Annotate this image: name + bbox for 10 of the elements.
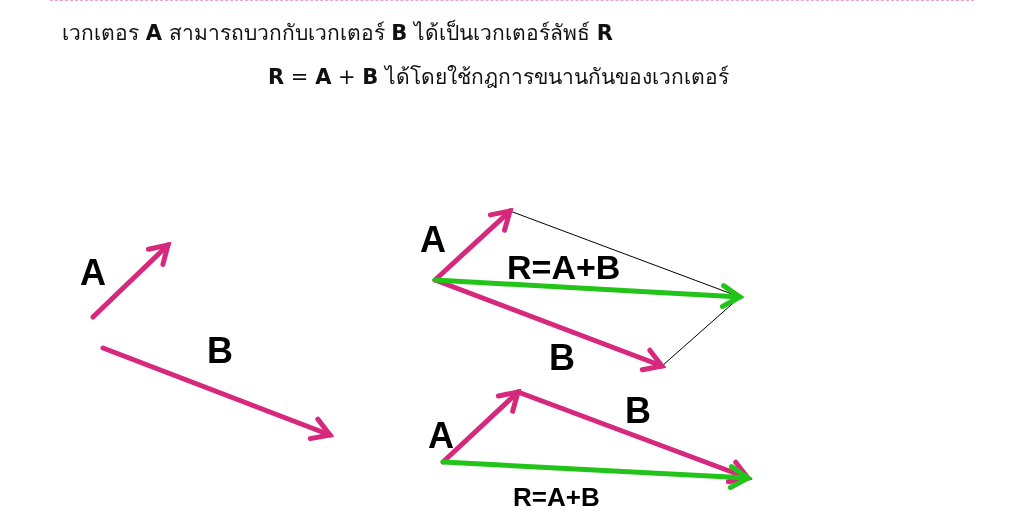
- vector-label: B: [207, 333, 233, 369]
- vector-label: A: [428, 418, 454, 454]
- vector-label: B: [549, 340, 575, 376]
- vector-label: A: [420, 222, 446, 258]
- heading-text: R = A + B ได้โดยใช้กฎการขนานกันของเวกเตอร์: [268, 64, 730, 91]
- heading-text: เวกเตอร A สามารถบวกกับเวกเตอร์ B ได้เป็นเวกเตอร์ลัพธ์ R: [62, 18, 613, 47]
- vector-label: B: [625, 393, 651, 429]
- vector-label: R=A+B: [507, 250, 621, 284]
- vector-label: A: [80, 255, 106, 291]
- vector-label: R=A+B: [513, 484, 600, 510]
